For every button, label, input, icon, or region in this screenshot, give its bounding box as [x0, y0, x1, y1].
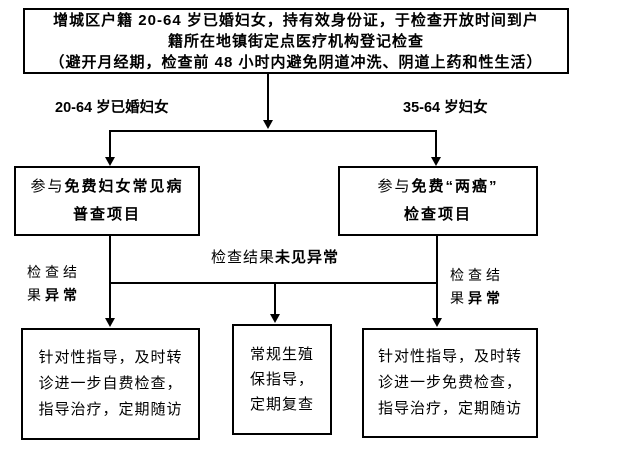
routine-line1: 常规生殖: [249, 346, 314, 363]
common-disease-line2: 普查项目: [72, 206, 141, 223]
result-abnormal-label-right: 检查结 果异常: [450, 264, 504, 310]
two-cancer-prefix: 参与: [377, 178, 412, 195]
down-arrow-bottom-left-icon: [105, 318, 115, 327]
result-normal-label: 检查结果未见异常: [198, 246, 352, 267]
followup-right-line3: 指导治疗，定期随访: [377, 400, 522, 417]
abnormal-followup-selfpaid-box: 针对性指导，及时转 诊进一步自费检查， 指导治疗，定期随访: [21, 328, 200, 440]
connector-branch-top: [109, 130, 437, 132]
down-arrow-right-icon: [431, 157, 441, 166]
two-cancer-screening-box: 参与免费“两癌” 检查项目: [338, 166, 538, 236]
two-cancer-line1: 参与免费“两癌”: [340, 173, 536, 201]
common-disease-prefix: 参与: [30, 178, 65, 195]
connector-down-left: [109, 236, 111, 318]
result-normal-bold: 未见异常: [275, 249, 340, 266]
connector-down-right: [436, 236, 438, 318]
down-arrow-bottom-right-icon: [432, 318, 442, 327]
down-arrow-left-icon: [105, 157, 115, 166]
connector-branch-mid: [109, 282, 438, 284]
routine-line3: 定期复查: [249, 396, 314, 413]
two-cancer-line2: 检查项目: [403, 206, 472, 223]
followup-left-line2: 诊进一步自费检查，: [38, 375, 183, 392]
connector-drop-left: [109, 130, 111, 158]
result-abnormal-right-line2: 果异常: [450, 287, 504, 310]
connector-drop-right: [435, 130, 437, 158]
registration-info-line2: 籍所在地镇街定点医疗机构登记检查: [167, 32, 424, 50]
result-abnormal-right-line2-prefix: 果: [450, 290, 468, 306]
abnormal-followup-free-box: 针对性指导，及时转 诊进一步免费检查， 指导治疗，定期随访: [362, 328, 538, 438]
age-group-label-right: 35-64 岁妇女: [403, 100, 488, 116]
followup-right-line2: 诊进一步免费检查，: [377, 374, 522, 391]
common-disease-line1: 参与免费妇女常见病: [16, 173, 198, 201]
common-disease-screening-box: 参与免费妇女常见病 普查项目: [14, 166, 200, 236]
registration-info-line3: （避开月经期，检查前 48 小时内避免阴道冲洗、阴道上药和性生活）: [49, 53, 543, 71]
normal-routine-guidance-box: 常规生殖 保指导， 定期复查: [232, 324, 332, 435]
two-cancer-bold: 免费“两癌”: [411, 178, 499, 195]
registration-info-line1: 增城区户籍 20-64 岁已婚妇女，持有效身份证，于检查开放时间到户: [53, 11, 539, 29]
result-normal-prefix: 检查结果: [210, 249, 275, 266]
followup-left-line3: 指导治疗，定期随访: [38, 401, 183, 418]
followup-left-line1: 针对性指导，及时转: [38, 349, 183, 366]
registration-info-box: 增城区户籍 20-64 岁已婚妇女，持有效身份证，于检查开放时间到户 籍所在地镇…: [23, 8, 569, 74]
down-arrow-top-stem-icon: [263, 120, 273, 129]
result-abnormal-left-line2-bold: 异常: [45, 287, 81, 303]
result-abnormal-right-line1: 检查结: [450, 267, 504, 283]
routine-line2: 保指导，: [249, 371, 314, 388]
result-abnormal-left-line1: 检查结: [27, 264, 81, 280]
result-abnormal-left-line2-prefix: 果: [27, 287, 45, 303]
result-abnormal-left-line2: 果异常: [27, 284, 81, 307]
age-group-label-left: 20-64 岁已婚妇女: [55, 100, 169, 116]
connector-drop-center: [274, 282, 276, 314]
followup-right-line1: 针对性指导，及时转: [377, 348, 522, 365]
result-abnormal-right-line2-bold: 异常: [468, 290, 504, 306]
down-arrow-center-icon: [270, 314, 280, 323]
connector-top-stem: [267, 74, 269, 121]
result-abnormal-label-left: 检查结 果异常: [27, 261, 81, 307]
common-disease-bold: 免费妇女常见病: [64, 178, 184, 195]
